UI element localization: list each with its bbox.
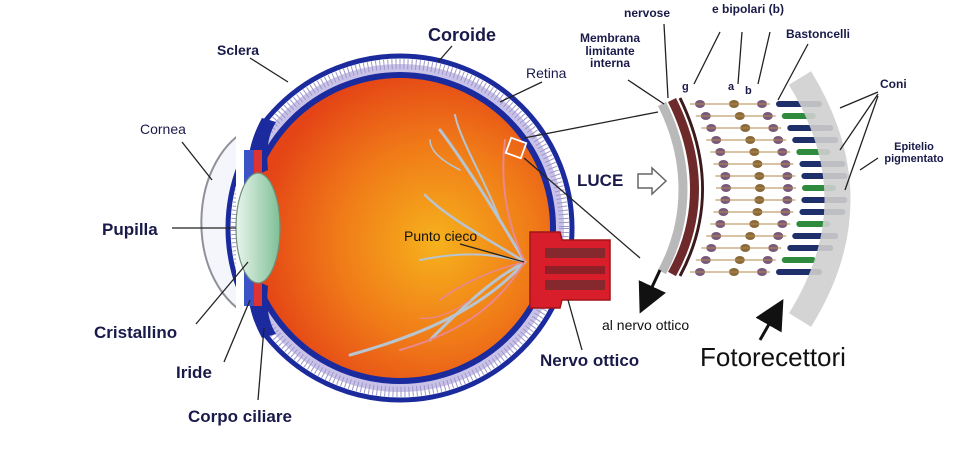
label-pupilla: Pupilla <box>102 220 158 239</box>
iris <box>244 150 254 306</box>
label-nervo-ottico: Nervo ottico <box>540 351 640 370</box>
label-epitelio-line1: Epitelio <box>894 141 934 153</box>
label-luce: LUCE <box>577 171 624 190</box>
light-arrow <box>637 166 668 196</box>
leader-lines <box>172 23 879 401</box>
label-sclera: Sclera <box>217 42 260 58</box>
label-cornea: Cornea <box>140 121 186 137</box>
label-bipolari: e bipolari (b) <box>712 2 784 16</box>
label-bastoncelli: Bastoncelli <box>786 27 851 41</box>
photoreceptor-arrow <box>755 298 784 341</box>
retinal-vessels <box>348 114 527 357</box>
label-al-nervo-ottico: al nervo ottico <box>602 317 690 333</box>
label-coroide: Coroide <box>428 25 497 45</box>
retina-zoom-marker <box>504 136 528 160</box>
to-optic-nerve-arrow <box>638 269 666 314</box>
crystalline-lens <box>235 172 281 284</box>
label-epitelio-line2: pigmentato <box>884 152 944 165</box>
ciliary-body <box>248 118 276 338</box>
retina-enlargement <box>657 71 851 327</box>
label-epitelio-pigmentato: Epitelio pigmentato <box>866 141 962 165</box>
label-nervose: nervose <box>624 6 671 20</box>
cone-cell <box>781 257 816 263</box>
label-b: b <box>745 85 752 97</box>
label-iride: Iride <box>176 363 212 382</box>
pigment-epithelium <box>788 71 851 327</box>
optic-nerve <box>529 231 611 309</box>
label-punto-cieco: Punto cieco <box>404 228 478 244</box>
label-fotorecettori: Fotorecettori <box>700 342 846 372</box>
cone-cell <box>796 221 831 227</box>
label-membrana-line2: limitante <box>585 43 635 58</box>
label-membrana-limitante-interna: Membrana limitante interna <box>576 32 644 70</box>
zoom-line-bottom <box>523 157 641 259</box>
label-g: g <box>682 81 689 93</box>
label-membrana-line1: Membrana <box>579 31 641 45</box>
label-corpo-ciliare: Corpo ciliare <box>188 407 292 426</box>
retinal-cells <box>690 100 796 276</box>
label-cristallino: Cristallino <box>94 323 178 342</box>
label-coni: Coni <box>880 77 907 91</box>
label-membrana-line3: interna <box>589 56 630 71</box>
zoom-line-top <box>523 111 659 139</box>
label-retina: Retina <box>526 65 567 81</box>
label-a: a <box>728 81 735 93</box>
